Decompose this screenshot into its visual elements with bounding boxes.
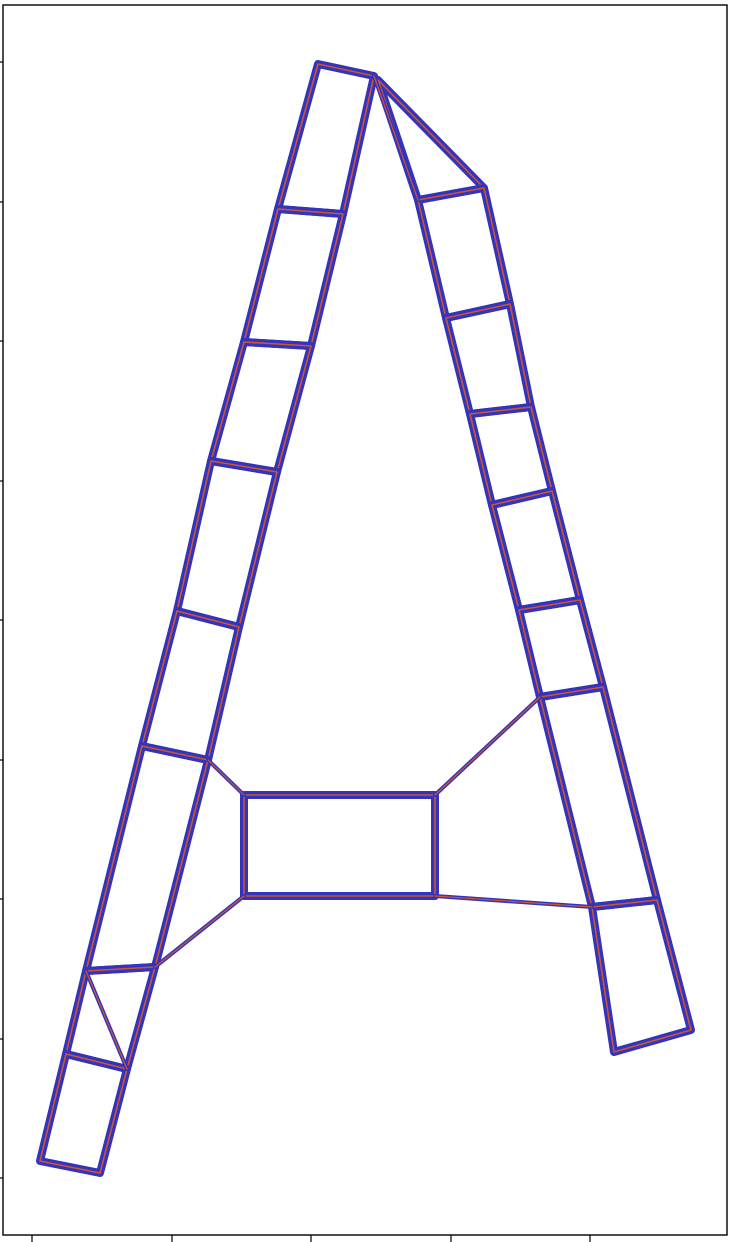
road-connectors	[84, 74, 594, 1071]
road-connector-centerline	[373, 75, 419, 201]
road-loop-centerline	[591, 899, 692, 1053]
road-loop	[414, 184, 514, 322]
road-loop	[536, 683, 661, 911]
road-loop	[36, 1050, 131, 1177]
y-axis-ticks	[0, 61, 3, 1179]
road-loop	[442, 300, 535, 418]
road-loop	[138, 607, 243, 764]
road-loop-centerline	[39, 1053, 128, 1174]
road-loop-centerline	[243, 794, 436, 897]
road-loop	[515, 596, 607, 701]
road-connector-centerline	[85, 970, 128, 1070]
road-loop-centerline	[539, 686, 658, 908]
road-connector-centerline	[434, 696, 541, 796]
road-connector-centerline	[207, 759, 245, 796]
x-axis-ticks	[31, 1235, 591, 1242]
road-loop-centerline	[277, 63, 375, 215]
road-loops	[36, 60, 695, 1177]
road-connector-centerline	[154, 895, 245, 968]
road-loop	[240, 791, 439, 900]
road-connector-centerline	[434, 895, 593, 908]
road-loop	[374, 76, 488, 204]
